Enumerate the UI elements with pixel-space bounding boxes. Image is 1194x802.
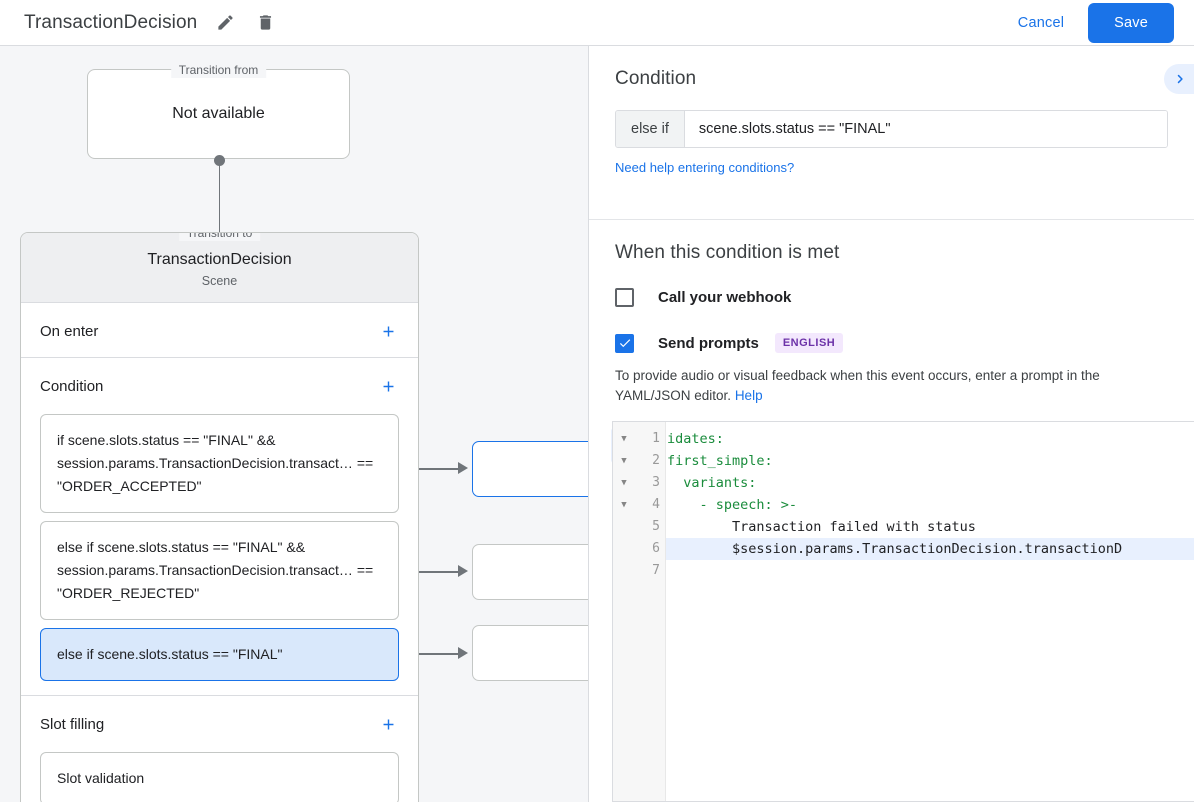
code-line: first_simple: [666,450,1194,472]
webhook-row[interactable]: Call your webhook [615,288,1169,307]
condition-out-line-3 [404,653,458,655]
plus-icon[interactable] [376,319,400,343]
fold-arrow-icon[interactable]: ▼ [621,434,627,444]
call-webhook-checkbox[interactable] [615,288,634,307]
cancel-button[interactable]: Cancel [1004,7,1078,39]
section-label-slot-filling: Slot filling [40,715,105,733]
line-number: 1 [652,431,660,446]
slot-validation-node[interactable]: Slot validation [40,752,399,802]
section-header-on-enter: On enter [21,303,418,357]
condition-out-arrow-2 [458,565,468,577]
line-number: 6 [652,541,660,556]
section-header-condition: Condition [21,358,418,406]
page-title: TransactionDecision [24,11,198,33]
condition-node-selected[interactable]: else if scene.slots.status == "FINAL" [40,628,399,681]
when-condition-met-title: When this condition is met [615,242,840,263]
transition-to-legend: Transition to [178,233,261,241]
code-token-key: - speech: >- [667,497,798,513]
gutter-line: 7 [613,560,665,582]
yaml-editor[interactable]: ▼1 ▼2 ▼3 ▼4 5 6 7 idates: first_simple: … [612,421,1194,802]
condition-editor-row[interactable]: else if [615,110,1168,148]
section-label-on-enter: On enter [40,322,99,340]
send-prompts-description-text: To provide audio or visual feedback when… [615,368,1100,403]
chevron-right-icon[interactable] [1164,64,1194,94]
editor-gutter: ▼1 ▼2 ▼3 ▼4 5 6 7 [613,422,666,801]
gutter-line: 6 [613,538,665,560]
send-prompts-checkbox[interactable] [615,333,634,353]
condition-node[interactable]: else if scene.slots.status == "FINAL" &&… [40,521,399,620]
condition-out-arrow-3 [458,647,468,659]
section-slot-filling: Slot filling Slot validation [21,696,418,802]
code-line [666,560,1194,582]
code-line: - speech: >- [666,494,1194,516]
save-button[interactable]: Save [1088,2,1174,43]
code-line: idates: [666,428,1194,450]
prompts-help-link[interactable]: Help [734,388,763,403]
scene-name: TransactionDecision [147,251,292,268]
fold-arrow-icon[interactable]: ▼ [621,500,627,510]
line-number: 7 [652,563,660,578]
gutter-line: ▼1 [613,428,665,450]
code-token-key: idates: [667,431,724,447]
section-on-enter: On enter [21,303,418,358]
top-app-bar: TransactionDecision Cancel Save [0,0,1194,46]
condition-input[interactable] [684,111,1167,147]
condition-out-line-2 [404,571,458,573]
editor-code-area[interactable]: idates: first_simple: variants: - speech… [666,422,1194,801]
plus-icon[interactable] [376,712,400,736]
language-badge: ENGLISH [774,333,844,353]
transition-from-legend: Transition from [170,62,267,78]
condition-out-arrow-1 [458,462,468,474]
section-condition: Condition if scene.slots.status == "FINA… [21,358,418,696]
section-label-condition: Condition [40,377,104,395]
scene-card[interactable]: Transition to TransactionDecision Scene … [20,232,419,802]
condition-out-line-1 [404,468,458,470]
code-line: variants: [666,472,1194,494]
send-prompts-description: To provide audio or visual feedback when… [615,366,1169,406]
code-token-text: $session.params.TransactionDecision.tran… [667,541,1123,557]
panel-header: Condition [589,46,1194,94]
code-line: Transaction failed with status [666,516,1194,538]
condition-help-link[interactable]: Need help entering conditions? [615,160,795,175]
transition-from-value: Not available [172,105,265,122]
line-number: 5 [652,519,660,534]
flow-canvas[interactable]: Transition from Not available Transition… [0,46,588,802]
scene-type: Scene [201,274,238,288]
code-line-highlighted: $session.params.TransactionDecision.tran… [666,538,1194,560]
panel-title: Condition [615,68,697,89]
call-webhook-label: Call your webhook [658,289,792,306]
connector-line [218,160,221,246]
condition-node[interactable]: if scene.slots.status == "FINAL" && sess… [40,414,399,513]
transition-from-card[interactable]: Transition from Not available [87,62,350,159]
panel-divider [589,219,1194,220]
trash-icon[interactable] [251,9,279,37]
target-node-1[interactable] [472,441,588,497]
pencil-icon[interactable] [211,9,239,37]
gutter-line: ▼3 [613,472,665,494]
target-node-3[interactable] [472,625,588,681]
line-number: 2 [652,453,660,468]
gutter-line: ▼2 [613,450,665,472]
gutter-line: ▼4 [613,494,665,516]
fold-arrow-icon[interactable]: ▼ [621,456,627,466]
send-prompts-row[interactable]: Send prompts ENGLISH [615,333,1169,353]
line-number: 4 [652,497,660,512]
send-prompts-label: Send prompts [658,334,759,352]
scene-header: Transition to TransactionDecision Scene [21,233,418,303]
fold-arrow-icon[interactable]: ▼ [621,478,627,488]
condition-prefix-label: else if [616,111,685,147]
gutter-line: 5 [613,516,665,538]
section-header-slot-filling: Slot filling [21,696,418,744]
code-token-key: first_simple: [667,453,773,469]
target-node-2[interactable] [472,544,588,600]
code-token-text: Transaction failed with status [667,519,976,535]
line-number: 3 [652,475,660,490]
code-token-key: variants: [667,475,757,491]
plus-icon[interactable] [376,374,400,398]
